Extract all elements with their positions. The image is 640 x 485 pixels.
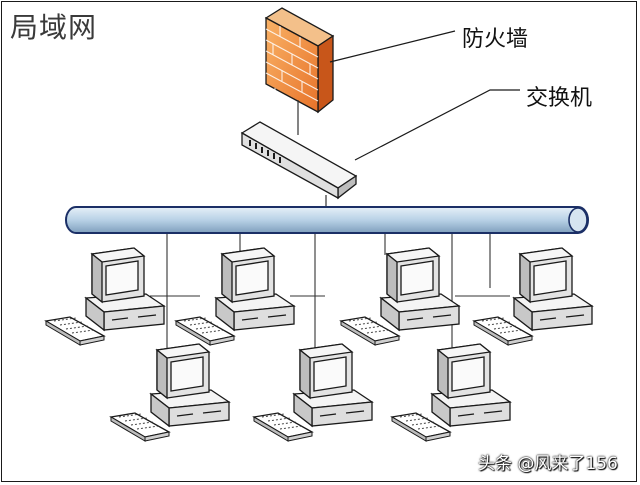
switch-icon (240, 121, 358, 200)
diagram-title: 局域网 (10, 11, 98, 44)
firewall-icon (264, 7, 335, 114)
watermark: 头条 @风来了156 (478, 454, 618, 474)
switch-label: 交换机 (526, 86, 593, 111)
bus-drops (150, 232, 510, 350)
backbone-bus (65, 206, 589, 234)
switch-leader (354, 89, 520, 161)
firewall-label: 防火墙 (462, 27, 529, 52)
firewall-leader (329, 30, 456, 63)
